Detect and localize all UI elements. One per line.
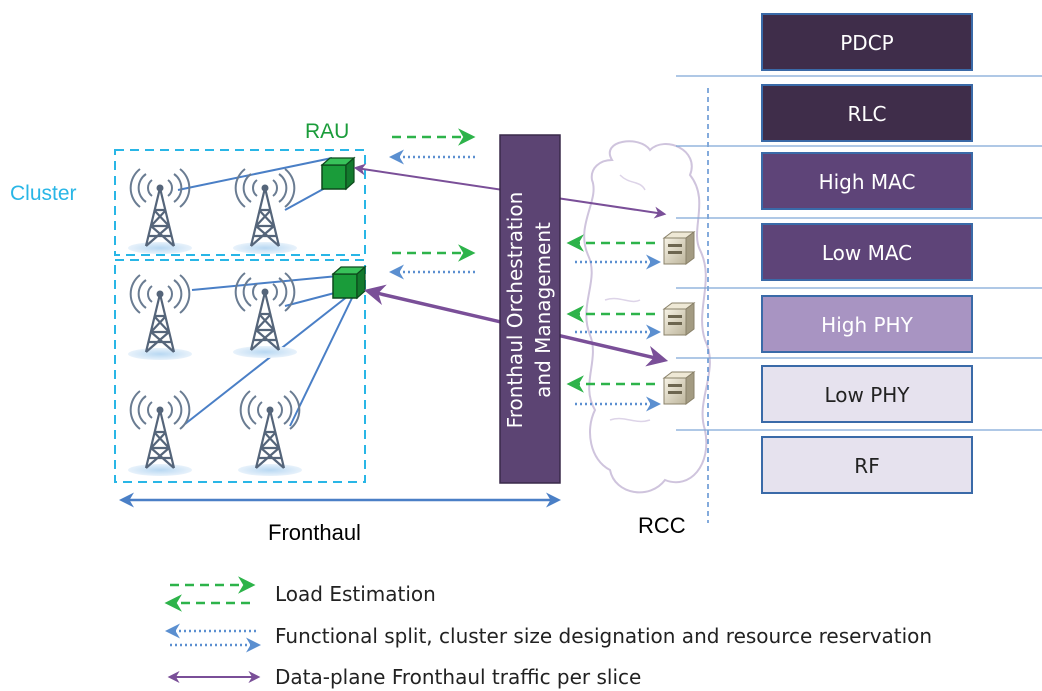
stack-box-low-phy: [761, 365, 973, 423]
fronthaul-label: Fronthaul: [268, 520, 361, 545]
rau-cube-bottom: [331, 265, 367, 300]
rcc-label: RCC: [638, 513, 686, 538]
stack-box-rlc: [761, 84, 973, 142]
legend-load-label: Load Estimation: [275, 582, 436, 606]
stack-box-rf: [761, 436, 973, 494]
cluster-box-bottom: [114, 259, 366, 483]
antenna-tower-icon: [128, 274, 192, 360]
rau-label: RAU: [305, 120, 349, 143]
legend-split-label: Functional split, cluster size designati…: [275, 624, 932, 648]
tower-rau-links: [177, 157, 353, 427]
antenna-tower-icon: [233, 168, 297, 254]
stack-label-rlc: RLC: [847, 102, 886, 126]
rau-cube-top: [320, 156, 356, 191]
antenna-tower-icon: [233, 272, 297, 358]
stack-label-low-mac: Low MAC: [822, 241, 912, 265]
stack-box-pdcp: [761, 13, 973, 71]
server-icon: [662, 231, 696, 265]
server-icon: [662, 302, 696, 336]
stack-separators: [676, 75, 1042, 431]
orchestration-label-line1: Fronthaul Orchestration: [503, 192, 527, 429]
orchestration-bar: [499, 134, 561, 484]
legend: Load Estimation Functional split, cluste…: [164, 576, 932, 689]
antenna-tower-icon: [238, 390, 302, 476]
stack-box-low-mac: [761, 223, 973, 281]
stack-box-high-phy: [761, 295, 973, 353]
orchestration-label-line2: and Management: [531, 222, 555, 398]
protocol-stack: PDCP RLC High MAC Low MAC High PHY Low P…: [761, 13, 973, 494]
antenna-tower-icon: [128, 168, 192, 254]
cluster-label: Cluster: [10, 182, 77, 205]
stack-label-high-mac: High MAC: [819, 170, 916, 194]
legend-data-label: Data-plane Fronthaul traffic per slice: [275, 665, 641, 689]
stack-box-high-mac: [761, 152, 973, 210]
stack-label-pdcp: PDCP: [840, 31, 894, 55]
stack-label-low-phy: Low PHY: [824, 383, 910, 407]
antenna-tower-icon: [128, 390, 192, 476]
server-icon: [662, 371, 696, 405]
stack-label-rf: RF: [854, 454, 879, 478]
stack-label-high-phy: High PHY: [821, 313, 913, 337]
